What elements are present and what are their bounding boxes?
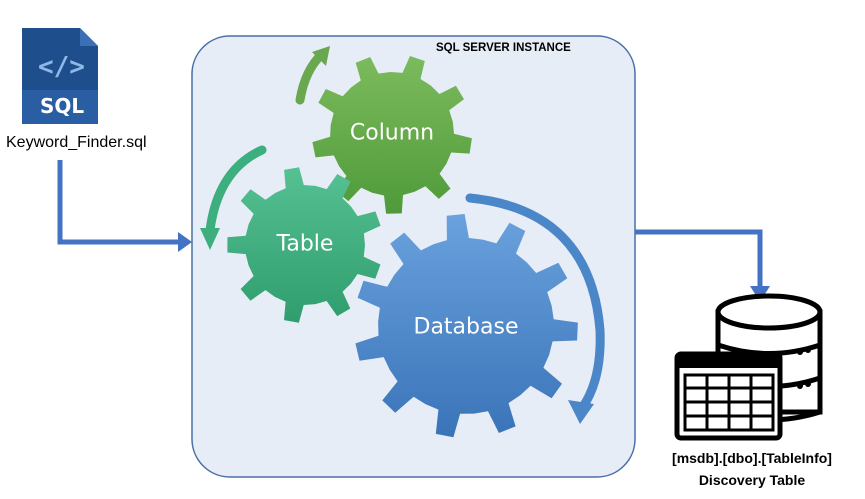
sql-icon-label: SQL	[40, 94, 85, 118]
output-table-name: [msdb].[dbo].[TableInfo]	[672, 450, 832, 466]
cycle-arrowhead-column	[312, 46, 330, 66]
sql-icon-code: </>	[38, 52, 85, 82]
gear-label-database: Database	[413, 314, 519, 340]
gear-layer	[227, 56, 578, 438]
gear-label-table: Table	[276, 231, 334, 257]
gear-database	[355, 214, 578, 438]
sql-file-icon	[22, 28, 98, 124]
gear-table	[227, 167, 381, 323]
flow-arrow-output	[635, 229, 763, 288]
output-subtitle: Discovery Table	[698, 472, 806, 488]
cycle-arrowhead-database	[568, 400, 594, 424]
flow-arrow-input	[57, 160, 180, 245]
sql-file-name: Keyword_Finder.sql	[6, 134, 147, 151]
flow-arrowhead-input	[178, 232, 192, 252]
instance-title: SQL SERVER INSTANCE	[436, 42, 571, 54]
cycle-arrow-to-database	[465, 193, 605, 413]
cycle-arrow-column-to-table	[205, 145, 267, 235]
table-grid-icon	[674, 351, 783, 441]
cycle-arrowhead-table	[200, 228, 220, 250]
gear-column	[312, 56, 472, 214]
gear-label-column: Column	[349, 120, 435, 146]
